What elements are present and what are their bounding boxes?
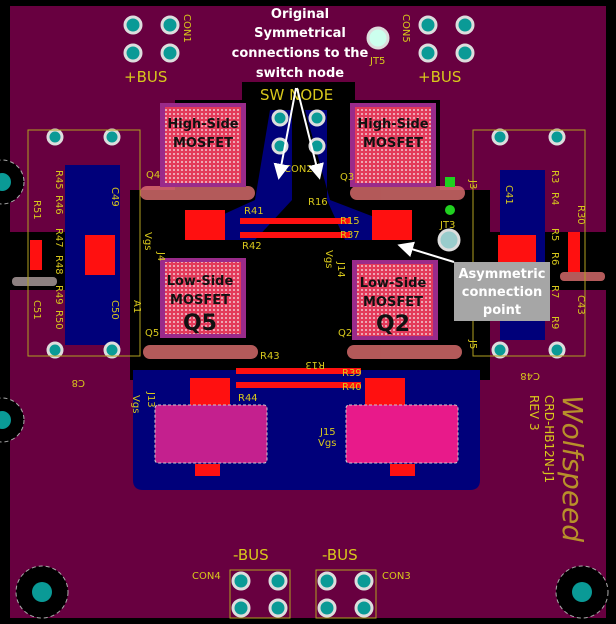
j14-label: J14 (335, 261, 346, 278)
sw-node-label: SW NODE (260, 86, 333, 104)
svg-text:R9: R9 (549, 316, 560, 329)
mosfet-q3 (355, 107, 431, 183)
bus-pos-right-label: +BUS (418, 68, 461, 86)
svg-text:point: point (483, 303, 521, 318)
r40-label: R40 (342, 382, 362, 393)
q3-label: Q3 (340, 172, 354, 183)
r42-label: R42 (242, 241, 262, 252)
revision-label: REV 3 (527, 395, 541, 431)
j5-label: J5 (467, 339, 478, 349)
c8-label: C8 (72, 377, 85, 388)
j15-label: J15 (319, 427, 336, 438)
r44-label: R44 (238, 393, 258, 404)
c43-label: C43 (575, 295, 586, 315)
con5-label: CON5 (400, 14, 411, 43)
svg-text:R3: R3 (549, 170, 560, 183)
asymmetric-annotation: Asymmetric connection point (397, 241, 550, 321)
r30-label: R30 (575, 205, 586, 225)
c51-label: C51 (31, 300, 42, 320)
r37-label: R37 (340, 230, 360, 241)
svg-text:R5: R5 (549, 228, 560, 241)
j13-label: J13 (145, 391, 156, 408)
con4-label: CON4 (192, 571, 221, 582)
bus-neg-right-label: -BUS (322, 546, 358, 564)
arrow-icon (397, 241, 455, 263)
mosfet-q5 (165, 262, 241, 334)
q4-label: Q4 (146, 170, 160, 181)
r41-label: R41 (244, 206, 264, 217)
svg-text:R48: R48 (53, 255, 64, 275)
svg-text:R50: R50 (53, 310, 64, 330)
r13-label: R13 (305, 359, 325, 370)
svg-text:switch node: switch node (256, 66, 344, 81)
q4-annotation-line1: High-Side (167, 117, 238, 132)
svg-text:R49: R49 (53, 285, 64, 305)
r15-label: R15 (340, 216, 360, 227)
r39-label: R39 (342, 368, 362, 379)
q5-annotation-name: Q5 (183, 311, 217, 336)
c41-label: C41 (503, 185, 514, 205)
c50-label: C50 (109, 300, 120, 320)
q4-annotation-line2: MOSFET (173, 136, 233, 151)
q3-annotation-line2: MOSFET (363, 136, 423, 151)
svg-text:Original: Original (271, 7, 329, 22)
q2-annotation-line2: MOSFET (363, 295, 423, 310)
svg-text:Asymmetric: Asymmetric (459, 267, 546, 282)
bus-neg-left-label: -BUS (233, 546, 269, 564)
mosfet-q2 (357, 264, 433, 336)
svg-text:R47: R47 (53, 228, 64, 248)
r43-label: R43 (260, 351, 280, 362)
q5-annotation-line2: MOSFET (170, 293, 230, 308)
svg-text:connections to the: connections to the (232, 46, 369, 61)
j4-label: J4 (155, 251, 166, 261)
j3-label: J3 (467, 179, 478, 189)
wolfspeed-logo: Wolfspeed (556, 395, 589, 542)
bus-pos-left-label: +BUS (124, 68, 167, 86)
svg-text:R6: R6 (549, 252, 560, 265)
q2-annotation-name: Q2 (376, 312, 410, 337)
svg-text:connection: connection (462, 285, 543, 300)
q5-label: Q5 (145, 328, 159, 339)
r16-label: R16 (308, 197, 328, 208)
board-id-label: CRD-HB12N-J1 (542, 395, 556, 483)
vgs-label: Vgs (318, 438, 336, 449)
symmetrical-annotation: Original Symmetrical connections to the … (232, 7, 369, 180)
c48-label: C48 (520, 370, 540, 381)
vgs-label: Vgs (142, 232, 153, 250)
r51-label: R51 (31, 200, 42, 220)
con2-label: CON2 (284, 164, 313, 175)
jt3-label: JT3 (439, 220, 455, 231)
svg-text:Symmetrical: Symmetrical (254, 26, 346, 41)
svg-text:R46: R46 (53, 195, 64, 215)
arrow-icon (273, 87, 297, 180)
right-resistor-labels: R3 R4 R5 R6 R7 R9 (549, 170, 560, 329)
vgs-label: Vgs (323, 250, 334, 268)
q3-annotation-line1: High-Side (357, 117, 428, 132)
q2-annotation-line1: Low-Side (360, 276, 427, 291)
svg-text:R4: R4 (549, 192, 560, 205)
svg-text:R7: R7 (549, 285, 560, 298)
q2-label: Q2 (338, 328, 352, 339)
con3-label: CON3 (382, 571, 411, 582)
jt5-label: JT5 (369, 56, 385, 67)
vgs-label: Vgs (130, 395, 141, 413)
q5-annotation-line1: Low-Side (167, 274, 234, 289)
left-resistor-labels: R45 R46 R47 R48 R49 R50 (53, 170, 64, 330)
con1-label: CON1 (181, 14, 192, 43)
c49-label: C49 (109, 187, 120, 207)
arrow-icon (296, 87, 324, 180)
mosfet-q4 (165, 107, 241, 183)
svg-text:R45: R45 (53, 170, 64, 190)
a1-label: A1 (131, 300, 142, 313)
